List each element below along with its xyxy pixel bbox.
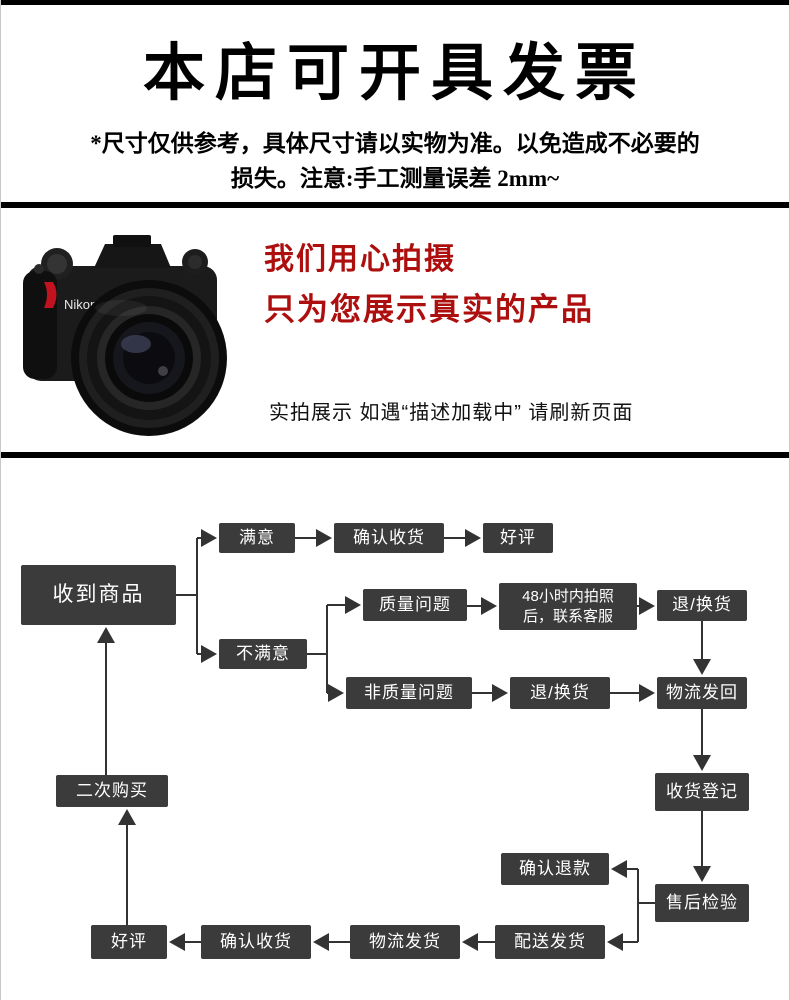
flow-node-logistics-return: 物流发回 [657,677,747,709]
flow-node-satisfied: 满意 [219,523,295,553]
flow-node-dispatch: 配送发货 [495,925,605,959]
flow-node-repurchase: 二次购买 [56,775,168,807]
flow-node-good-review-bottom: 好评 [91,925,167,959]
camera-image: Nikon [9,216,261,448]
promo-headline-line-1: 我们用心拍摄 [264,243,456,276]
flow-node-receipt-register: 收货登记 [655,773,749,811]
flow-node-non-quality-issue: 非质量问题 [346,677,472,709]
flow-node-quality-issue: 质量问题 [363,589,467,621]
promo-note: 实拍展示 如遇“描述加载中” 请刷新页面 [269,402,634,424]
disclaimer: *尺寸仅供参考，具体尺寸请以实物为准。以免造成不必要的 损失。注意:手工测量误差… [1,126,789,196]
flow-node-received-goods: 收到商品 [21,565,176,625]
promo-headline-line-2: 只为您展示真实的产品 [264,292,594,327]
flow-node-photo-48h: 48小时内拍照 后，联系客服 [499,583,637,630]
divider-top [1,202,789,208]
divider-middle [1,452,789,458]
flow-node-aftersale-check: 售后检验 [655,884,749,922]
flow-node-logistics-ship: 物流发货 [350,925,460,959]
camera-icon: Nikon [23,235,227,436]
flow-node-confirm-receipt-top: 确认收货 [334,523,444,553]
flow-node-confirm-receipt-bottom: 确认收货 [201,925,311,959]
flow-node-unsatisfied: 不满意 [219,639,307,669]
flow-node-good-review-top: 好评 [483,523,553,553]
flow-node-return-exchange-right: 退/换货 [657,590,747,621]
flow-node-confirm-refund: 确认退款 [501,853,609,885]
flow-node-photo-48h-line2: 后，联系客服 [522,607,613,625]
disclaimer-line-1: *尺寸仅供参考，具体尺寸请以实物为准。以免造成不必要的 [90,131,700,156]
page-title: 本店可开具发票 [142,40,647,108]
flow-node-return-exchange-mid: 退/换货 [510,677,610,709]
disclaimer-line-2: 损失。注意:手工测量误差 2mm~ [230,166,560,191]
top-border-bar [1,0,789,5]
flow-node-photo-48h-line1: 48小时内拍照 [522,588,614,605]
